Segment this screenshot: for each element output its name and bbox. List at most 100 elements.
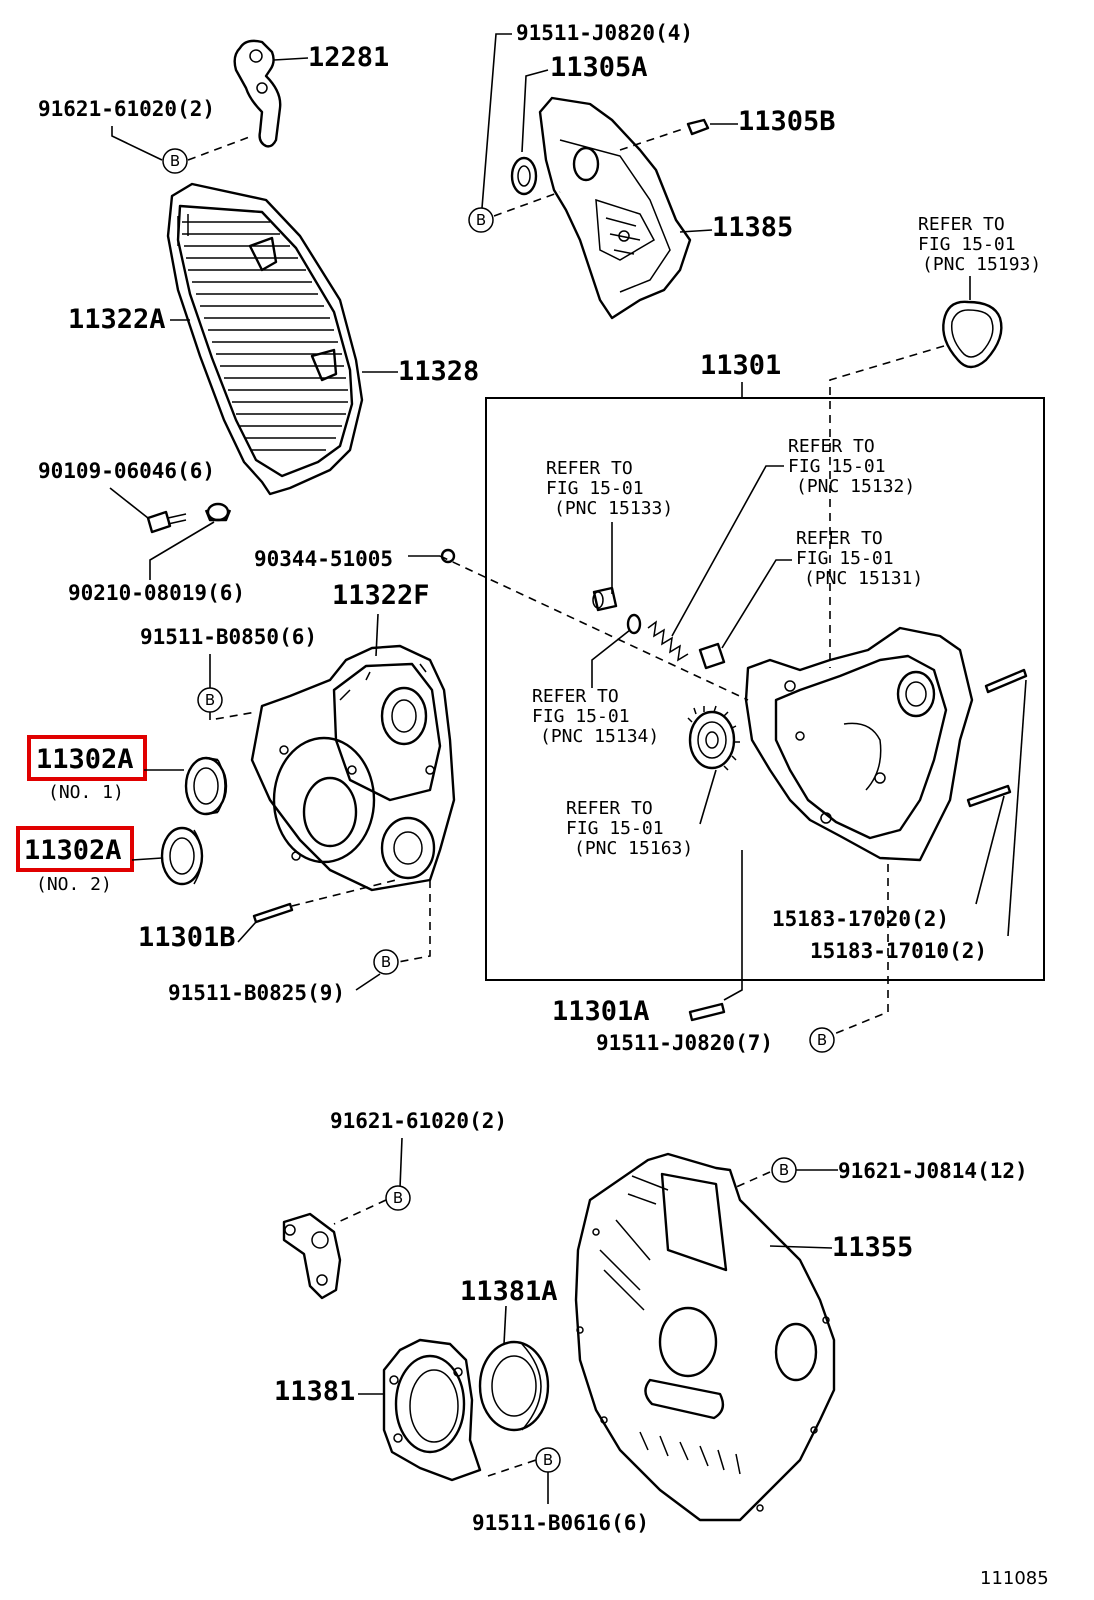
svg-text:FIG 15-01: FIG 15-01 xyxy=(566,818,664,839)
plug-90210 xyxy=(204,502,232,522)
label-11381: 11381 xyxy=(274,1376,355,1407)
svg-text:REFER TO: REFER TO xyxy=(546,458,633,479)
bolt-marker: B xyxy=(535,1447,561,1473)
oil-seal-11381A xyxy=(478,1340,550,1432)
svg-text:B: B xyxy=(381,953,391,971)
label-90344-51005: 90344-51005 xyxy=(254,547,393,571)
svg-text:B: B xyxy=(817,1031,827,1049)
label-91511-J0820-7: 91511-J0820(7) xyxy=(596,1031,773,1055)
bracket-12281 xyxy=(233,39,282,148)
label-91621-J0814: 91621-J0814(12) xyxy=(838,1159,1028,1183)
bolt-marker: B xyxy=(771,1157,797,1183)
bolt-marker: B xyxy=(468,207,494,233)
label-11301B: 11301B xyxy=(138,922,236,953)
seal-11305A xyxy=(510,156,538,196)
housing-11385 xyxy=(538,96,692,320)
oil-seal-11302A-no1 xyxy=(184,756,228,816)
label-91511-B0850: 91511-B0850(6) xyxy=(140,625,317,649)
svg-text:FIG 15-01: FIG 15-01 xyxy=(788,456,886,477)
label-11328: 11328 xyxy=(398,356,479,387)
highlight-box-11302A-no1 xyxy=(27,735,147,781)
label-11301A: 11301A xyxy=(552,996,650,1027)
retainer-11381 xyxy=(382,1338,482,1482)
svg-text:FIG 15-01: FIG 15-01 xyxy=(546,478,644,499)
label-91511-B0616: 91511-B0616(6) xyxy=(472,1511,649,1535)
svg-text:REFER TO: REFER TO xyxy=(788,436,875,457)
label-91621-61020-bot: 91621-61020(2) xyxy=(330,1109,507,1133)
label-11355: 11355 xyxy=(832,1232,913,1263)
svg-text:REFER TO: REFER TO xyxy=(532,686,619,707)
svg-text:REFER TO: REFER TO xyxy=(566,798,653,819)
refer-15133: REFER TO FIG 15-01 (PNC 15133) xyxy=(546,458,673,519)
label-11302A-no2[interactable]: 11302A xyxy=(24,835,122,866)
svg-text:B: B xyxy=(205,691,215,709)
label-15183-17020: 15183-17020(2) xyxy=(772,907,949,931)
label-11322F: 11322F xyxy=(332,580,430,611)
plug-15133 xyxy=(592,586,618,612)
bolt-90109 xyxy=(146,510,187,534)
refer-15131: REFER TO FIG 15-01 (PNC 15131) xyxy=(796,528,923,589)
svg-text:REFER TO: REFER TO xyxy=(918,214,1005,235)
svg-text:(PNC 15133): (PNC 15133) xyxy=(554,498,673,519)
svg-text:(PNC 15163): (PNC 15163) xyxy=(574,838,693,859)
gasket-15193 xyxy=(942,300,1003,369)
svg-text:FIG 15-01: FIG 15-01 xyxy=(918,234,1016,255)
end-plate-11355 xyxy=(574,1152,836,1522)
label-11301: 11301 xyxy=(700,350,781,381)
refer-15134: REFER TO FIG 15-01 (PNC 15134) xyxy=(532,686,659,747)
assembly-11301-box xyxy=(485,397,1045,981)
oil-pump-body-11301 xyxy=(744,626,974,862)
svg-text:FIG 15-01: FIG 15-01 xyxy=(532,706,630,727)
svg-text:B: B xyxy=(476,211,486,229)
stud-11301B xyxy=(252,902,294,924)
gear-15163 xyxy=(687,705,740,771)
bolt-marker: B xyxy=(385,1185,411,1211)
label-11385: 11385 xyxy=(712,212,793,243)
label-11305A: 11305A xyxy=(550,52,648,83)
highlight-box-11302A-no2 xyxy=(16,826,134,872)
svg-text:(PNC 15132): (PNC 15132) xyxy=(796,476,915,497)
label-11381A: 11381A xyxy=(460,1276,558,1307)
label-90210-08019: 90210-08019(6) xyxy=(68,581,245,605)
svg-text:(PNC 15131): (PNC 15131) xyxy=(804,568,923,589)
refer-15193: REFER TO FIG 15-01 (PNC 15193) xyxy=(918,214,1041,275)
label-90109-06046: 90109-06046(6) xyxy=(38,459,215,483)
svg-text:(PNC 15193): (PNC 15193) xyxy=(922,254,1041,275)
label-91511-J0820-4: 91511-J0820(4) xyxy=(516,21,693,45)
label-no2: (NO. 2) xyxy=(36,874,112,895)
svg-text:B: B xyxy=(393,1189,403,1207)
valve-15131 xyxy=(698,642,726,670)
bolt-marker: B xyxy=(373,949,399,975)
svg-text:FIG 15-01: FIG 15-01 xyxy=(796,548,894,569)
bolt-marker: B xyxy=(197,687,223,713)
svg-text:(PNC 15134): (PNC 15134) xyxy=(540,726,659,747)
bracket-lower xyxy=(282,1212,342,1300)
washer-15134 xyxy=(626,613,642,635)
refer-15132: REFER TO FIG 15-01 (PNC 15132) xyxy=(788,436,915,497)
label-11305B: 11305B xyxy=(738,106,836,137)
label-91621-61020-top: 91621-61020(2) xyxy=(38,97,215,121)
spring-15132 xyxy=(647,620,689,662)
svg-text:B: B xyxy=(543,1451,553,1469)
bolt-marker: B xyxy=(809,1027,835,1053)
svg-text:B: B xyxy=(170,152,180,170)
svg-text:B: B xyxy=(779,1161,789,1179)
timing-cover-11322A xyxy=(166,182,364,496)
plug-90344 xyxy=(440,548,456,564)
label-91511-B0825: 91511-B0825(9) xyxy=(168,981,345,1005)
figure-number: 111085 xyxy=(980,1568,1049,1589)
pin-11301A xyxy=(688,1002,726,1022)
label-15183-17010: 15183-17010(2) xyxy=(810,939,987,963)
bolt-marker: B xyxy=(162,148,188,174)
oil-seal-11302A-no2 xyxy=(160,826,204,886)
label-no1: (NO. 1) xyxy=(48,782,124,803)
stud-15183 xyxy=(966,668,1028,808)
svg-text:REFER TO: REFER TO xyxy=(796,528,883,549)
refer-15163: REFER TO FIG 15-01 (PNC 15163) xyxy=(566,798,693,859)
front-cover-11322F xyxy=(250,644,456,892)
pin-11305B xyxy=(686,118,710,136)
label-12281: 12281 xyxy=(308,42,389,73)
label-11302A-no1[interactable]: 11302A xyxy=(36,744,134,775)
label-11322A: 11322A xyxy=(68,304,166,335)
